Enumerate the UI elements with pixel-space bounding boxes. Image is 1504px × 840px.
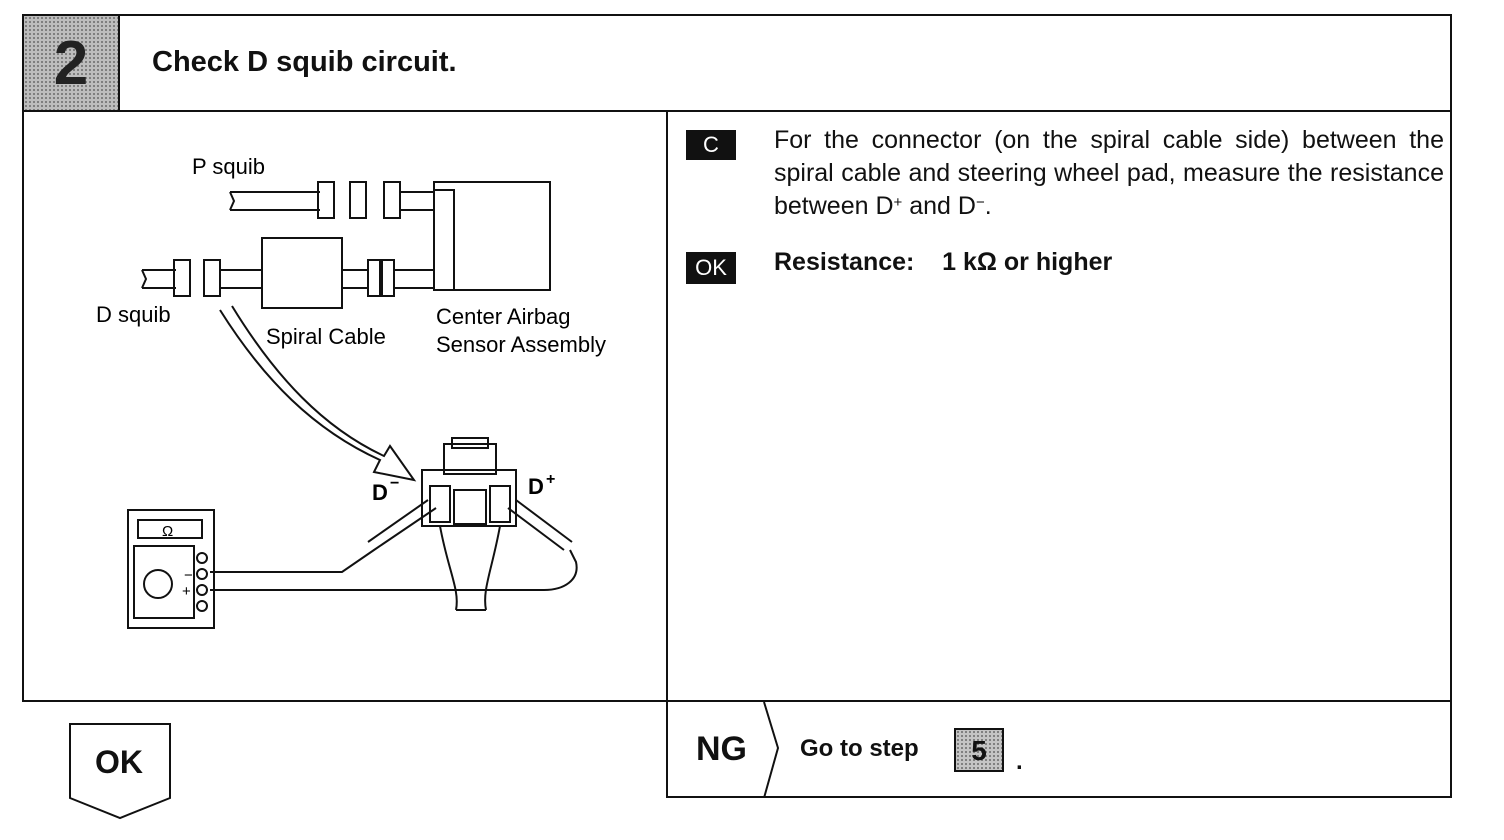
label-d-minus: D xyxy=(372,480,388,505)
label-center-airbag-2: Sensor Assembly xyxy=(436,332,606,357)
p-squib-link xyxy=(400,191,434,211)
d-squib-connector-2 xyxy=(203,259,221,297)
label-d-minus-sign: − xyxy=(390,475,399,492)
d-squib-link xyxy=(220,269,262,289)
meter-jack-1 xyxy=(196,552,208,564)
label-d-plus-sign: + xyxy=(546,471,555,488)
circuit-diagram: P squib D squib Spiral Cable Center Airb… xyxy=(96,154,606,629)
zoom-connector-slot-right xyxy=(489,485,511,523)
resistance-spec: Resistance: 1 kΩ or higher xyxy=(774,248,1112,277)
goto-step-number[interactable]: 5 xyxy=(954,728,1004,772)
zoom-connector-body xyxy=(421,469,517,527)
meter-jack-3 xyxy=(196,584,208,596)
meter-minus-symbol: − xyxy=(184,567,193,584)
spiral-cable xyxy=(261,237,343,309)
instruction-text: For the connector (on the spiral cable s… xyxy=(774,124,1444,223)
plus-superscript: + xyxy=(893,194,903,211)
harness xyxy=(439,525,501,611)
goto-period: . xyxy=(1016,748,1023,775)
ng-chevron xyxy=(763,702,780,798)
spiral-connector-1 xyxy=(367,259,381,297)
label-d-squib: D squib xyxy=(96,302,171,327)
p-squib-connector-1 xyxy=(317,181,335,219)
connector-tag: C xyxy=(686,130,736,160)
sensor-link xyxy=(394,269,434,289)
meter-ohm-symbol: Ω xyxy=(162,523,173,540)
column-divider xyxy=(666,110,668,702)
step-number: 2 xyxy=(53,28,89,98)
ng-result-label: NG xyxy=(696,730,747,768)
label-p-squib: P squib xyxy=(192,154,265,179)
probe-plus xyxy=(210,499,578,591)
zoom-connector-center xyxy=(453,489,487,525)
ng-result-box xyxy=(666,702,1452,798)
meter-dial xyxy=(143,569,173,599)
zoom-connector-slot-left xyxy=(429,485,451,523)
p-squib-connector-3 xyxy=(383,181,401,219)
zoom-connector-latch xyxy=(451,437,489,449)
ok-result-label: OK xyxy=(95,744,143,780)
meter-jack-2 xyxy=(196,568,208,580)
ok-result-shape xyxy=(69,723,171,820)
goto-step-text: Go to step xyxy=(800,735,919,762)
spec-value: 1 kΩ or higher xyxy=(942,248,1113,276)
d-squib-connector-1 xyxy=(173,259,191,297)
spiral-link xyxy=(342,269,368,289)
instruction-text-end: . xyxy=(984,192,992,220)
callout-arrow xyxy=(219,305,417,482)
spiral-connector-2 xyxy=(381,259,395,297)
zoom-connector-top xyxy=(443,443,497,475)
meter-face xyxy=(133,545,195,619)
center-airbag-sensor xyxy=(433,181,551,291)
instruction-text-middle: and D xyxy=(902,192,976,220)
meter-plus-symbol: + xyxy=(182,583,191,600)
meter-display xyxy=(137,519,203,539)
label-center-airbag-1: Center Airbag xyxy=(436,304,571,329)
step-header: 2 Check D squib circuit. xyxy=(24,16,1450,112)
label-spiral-cable: Spiral Cable xyxy=(266,324,386,349)
ok-tag: OK xyxy=(686,252,736,284)
instruction-text-main: For the connector (on the spiral cable s… xyxy=(774,126,1444,220)
label-d-plus: D xyxy=(528,474,544,499)
probe-minus xyxy=(210,499,437,573)
minus-superscript: − xyxy=(975,194,985,211)
spec-label: Resistance: xyxy=(774,248,915,276)
p-squib-wire xyxy=(229,191,320,211)
procedure-frame: 2 Check D squib circuit. xyxy=(22,14,1452,702)
meter-jack-4 xyxy=(196,600,208,612)
step-title: Check D squib circuit. xyxy=(152,46,457,78)
center-airbag-connector xyxy=(433,189,455,291)
p-squib-connector-2 xyxy=(349,181,367,219)
step-number-box: 2 xyxy=(24,16,120,110)
meter-body xyxy=(127,509,215,629)
d-squib-wire xyxy=(141,269,176,289)
